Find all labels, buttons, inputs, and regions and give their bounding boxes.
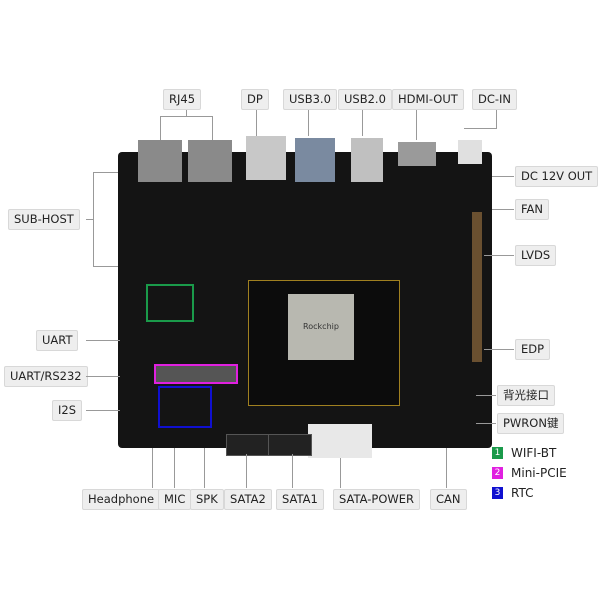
label-uart-rs232: UART/RS232 (4, 366, 88, 387)
label-usb2: USB2.0 (338, 89, 392, 110)
legend-item-wifi-bt: 1 WIFI-BT (492, 444, 567, 462)
dp-port (246, 136, 286, 180)
label-backlight: 背光接口 (497, 385, 555, 406)
label-mic: MIC (158, 489, 192, 510)
label-spk: SPK (190, 489, 224, 510)
label-lvds: LVDS (515, 245, 557, 266)
pcb-board: Rockchip (118, 136, 492, 458)
label-sub-host: SUB-HOST (8, 209, 80, 230)
label-hdmi-out: HDMI-OUT (392, 89, 464, 110)
legend-label: Mini-PCIE (511, 466, 567, 480)
sata2-connector (226, 434, 270, 456)
soc-chip: Rockchip (288, 294, 354, 360)
rj45-port-1 (138, 140, 182, 182)
label-usb3: USB3.0 (283, 89, 337, 110)
label-dc-in: DC-IN (472, 89, 518, 110)
label-sata-power: SATA-POWER (333, 489, 420, 510)
label-dc-12v-out: DC 12V OUT (515, 166, 599, 187)
legend: 1 WIFI-BT 2 Mini-PCIE 3 RTC (492, 444, 567, 504)
label-pwron: PWRON键 (497, 413, 565, 434)
rtc-battery (158, 386, 212, 428)
legend-swatch: 1 (492, 447, 503, 459)
usb2-port (351, 138, 383, 182)
label-sata1: SATA1 (276, 489, 324, 510)
label-dp: DP (241, 89, 269, 110)
legend-swatch: 3 (492, 487, 503, 499)
usb3-port (295, 138, 335, 182)
lvds-connector (472, 212, 482, 362)
legend-item-mini-pcie: 2 Mini-PCIE (492, 464, 567, 482)
label-rj45: RJ45 (163, 89, 202, 110)
mini-pcie-slot (154, 364, 238, 384)
legend-label: WIFI-BT (511, 446, 557, 460)
label-can: CAN (430, 489, 467, 510)
legend-item-rtc: 3 RTC (492, 484, 567, 502)
label-fan: FAN (515, 199, 550, 220)
label-headphone: Headphone (82, 489, 161, 510)
chip-label: Rockchip (303, 322, 339, 331)
legend-swatch: 2 (492, 467, 503, 479)
label-edp: EDP (515, 339, 551, 360)
label-uart: UART (36, 330, 79, 351)
sata-power-connector (308, 424, 372, 458)
sata1-connector (268, 434, 312, 456)
dc-in-jack (458, 140, 482, 164)
label-i2s: I2S (52, 400, 83, 421)
label-sata2: SATA2 (224, 489, 272, 510)
wifi-bt-module (146, 284, 194, 322)
legend-label: RTC (511, 486, 534, 500)
hdmi-port (398, 142, 436, 166)
rj45-port-2 (188, 140, 232, 182)
